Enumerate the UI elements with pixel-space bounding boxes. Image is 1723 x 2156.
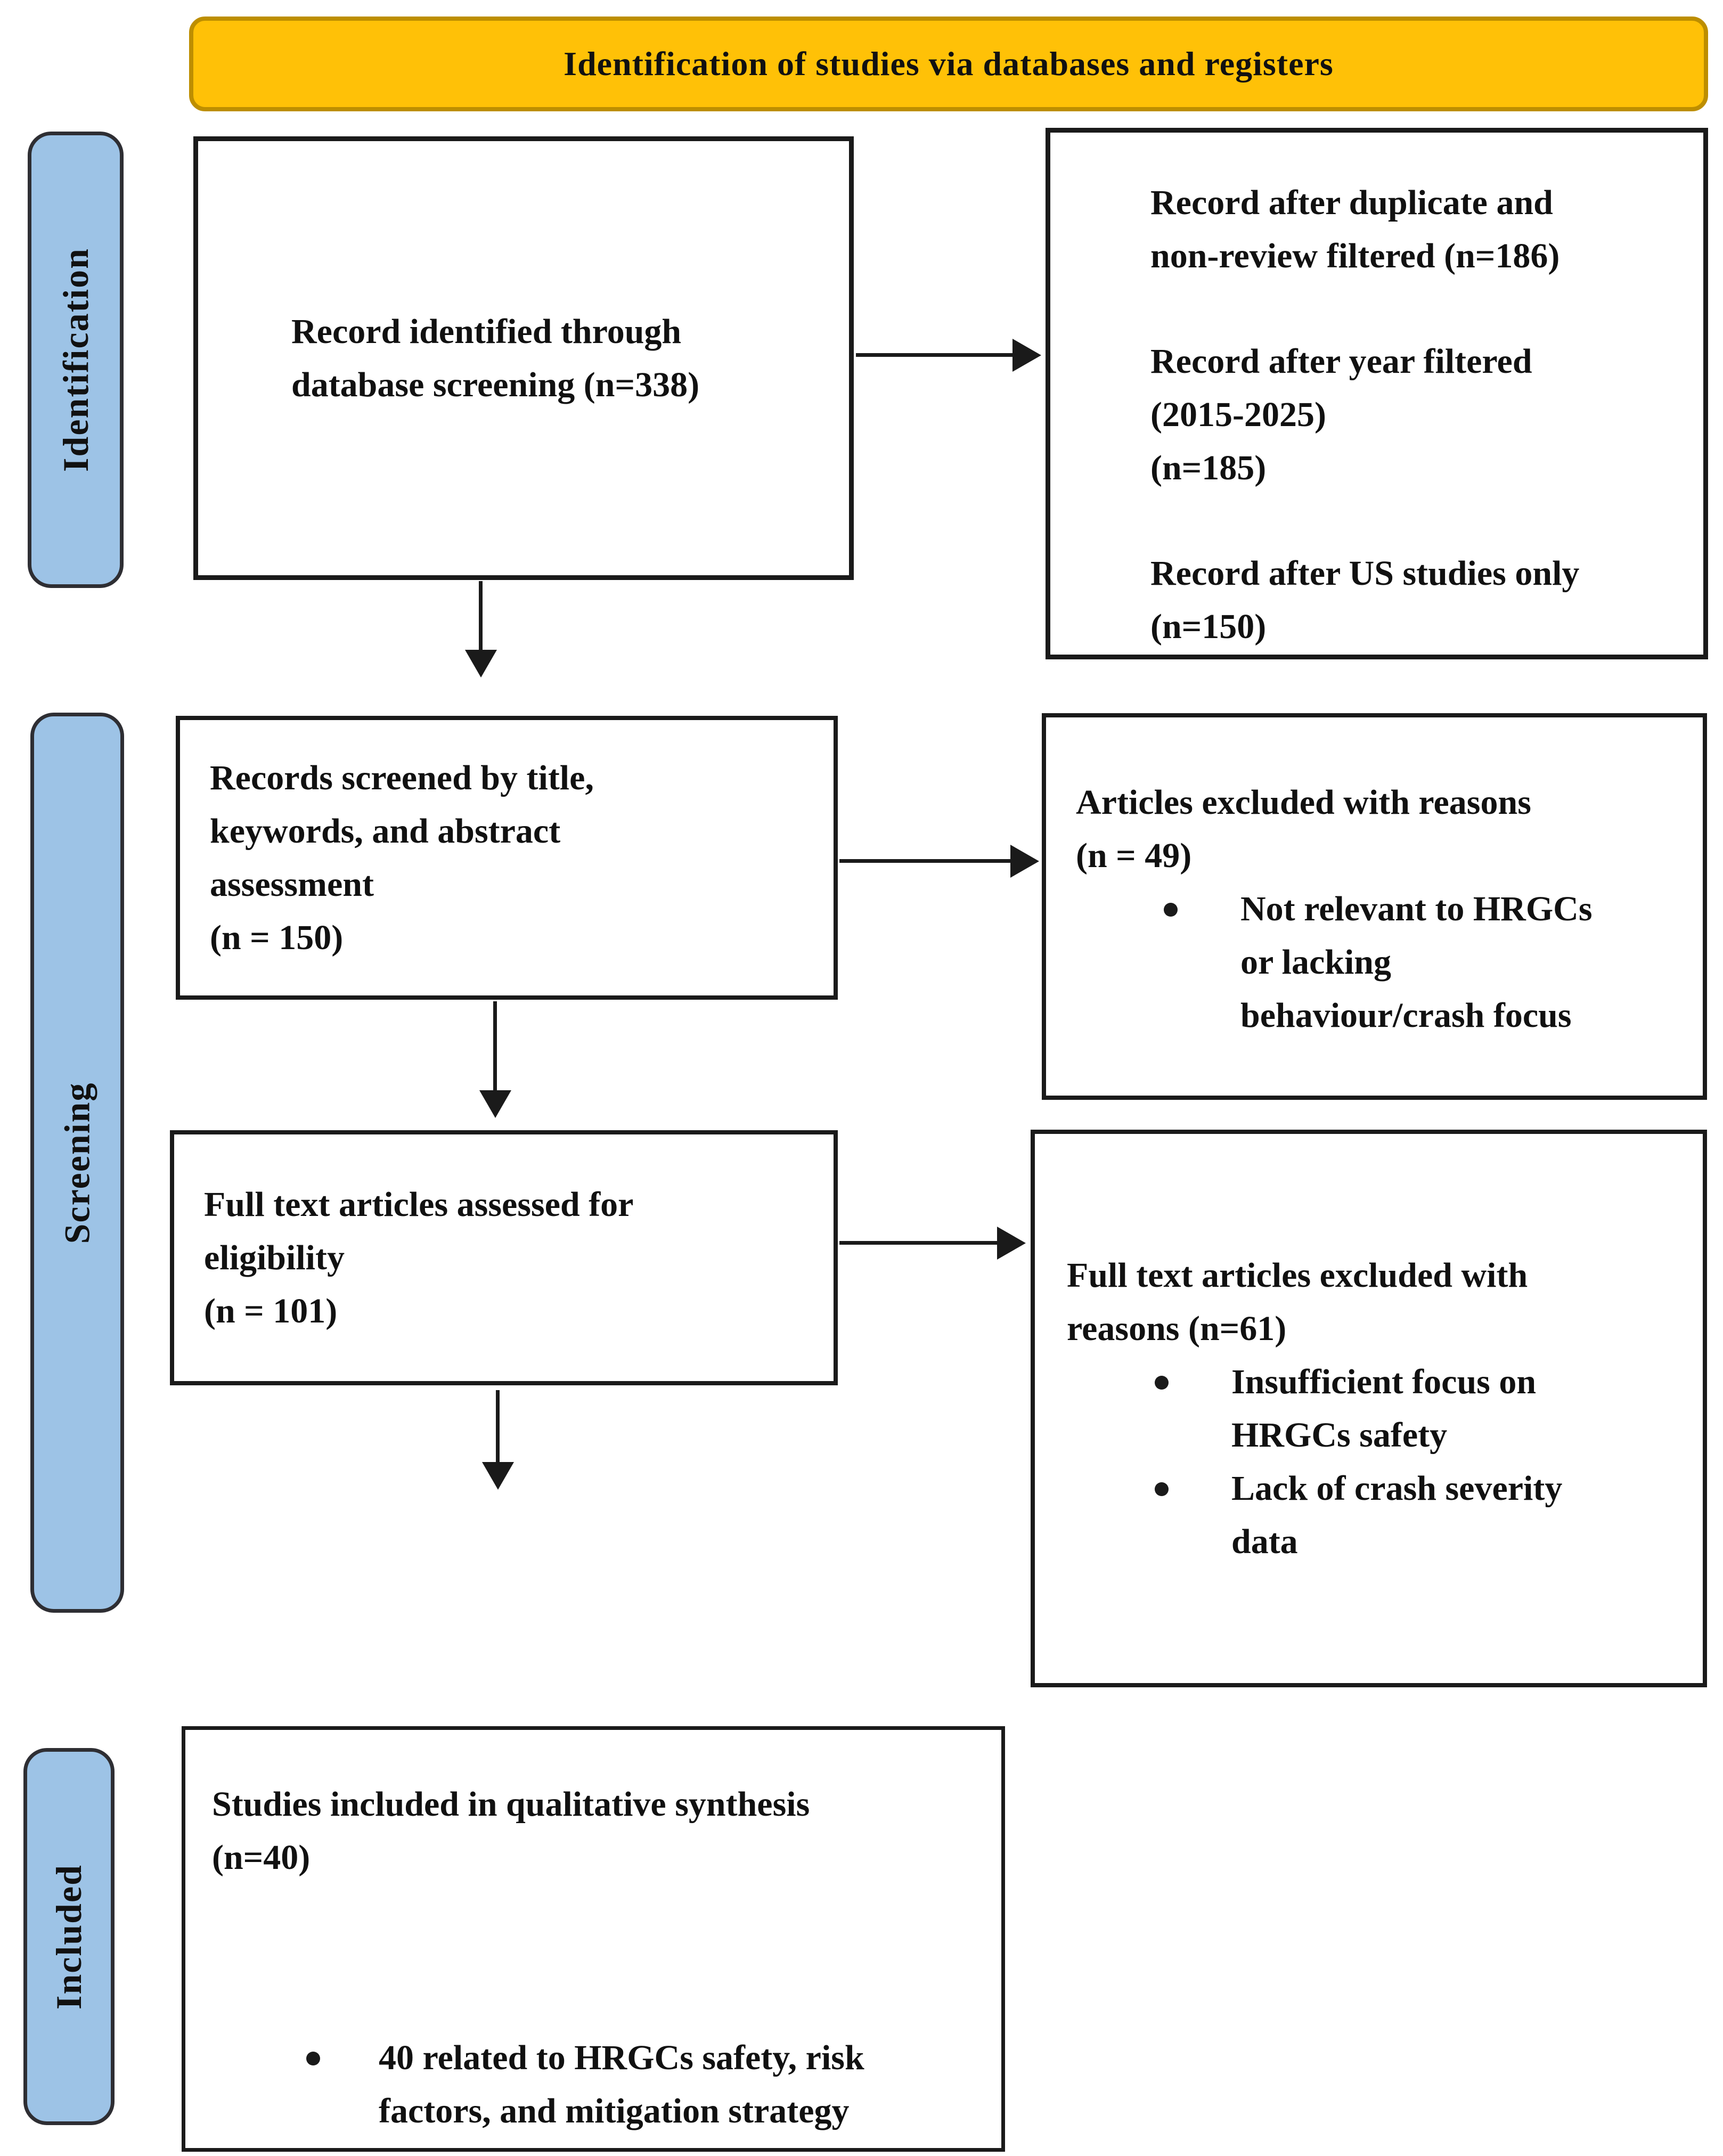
box-studies-included: Studies included in qualitative synthesi… [182, 1726, 1005, 2152]
diagram-title: Identification of studies via databases … [564, 45, 1334, 83]
bullet-text-line: Insufficient focus on [1231, 1362, 1537, 1401]
stage-tab-screening: Screening [30, 713, 124, 1613]
bullet-icon [1155, 1482, 1169, 1496]
box-text-line: (2015-2025) [1150, 395, 1326, 434]
box-text-line: assessment [210, 864, 374, 904]
bullet-text: Not relevant to HRGCs or lacking behavio… [1240, 883, 1593, 1042]
box-text-line: reasons (n=61) [1067, 1309, 1287, 1348]
box-text-line: (n = 49) [1076, 836, 1192, 875]
box-text-line: Full text articles assessed for [204, 1185, 634, 1224]
bullet-text: 40 related to HRGCs safety, risk factors… [379, 2031, 864, 2138]
box-text-line: Record identified through [291, 312, 682, 351]
box-text-line: Studies included in qualitative synthesi… [212, 1785, 810, 1824]
arrow-screened-to-excluded-head [1010, 845, 1039, 878]
box-text-line: (n = 150) [210, 918, 344, 957]
box-text-line: database screening (n=338) [291, 365, 700, 404]
bullet-text-line: or lacking [1240, 943, 1391, 982]
stage-label-included: Included [48, 1864, 89, 2010]
spacer [212, 1884, 985, 2031]
arrow-fulltext-down-head [482, 1462, 514, 1490]
box-records-filtered: Record after duplicate and non-review fi… [1046, 128, 1708, 659]
arrow-identified-to-filtered-head [1012, 339, 1041, 372]
box-articles-excluded: Articles excluded with reasons (n = 49) … [1042, 713, 1707, 1100]
box-text-line: (n = 101) [204, 1291, 338, 1330]
box-text-line: Record after US studies only [1150, 554, 1580, 593]
header-banner: Identification of studies via databases … [189, 17, 1708, 111]
bullet-text-line: HRGCs safety [1231, 1415, 1448, 1455]
arrow-identified-to-filtered-line [856, 353, 1015, 357]
stage-tab-identification: Identification [28, 132, 124, 588]
box-text-line: keywords, and abstract [210, 811, 561, 851]
box-text-line: Record after duplicate and [1150, 183, 1553, 222]
bullet-text-line: data [1231, 1522, 1298, 1561]
stage-label-screening: Screening [56, 1082, 97, 1244]
bullet-item: Lack of crash severity data [1067, 1462, 1689, 1569]
stage-tab-included: Included [23, 1748, 115, 2125]
paragraph: Record after year filtered (2015-2025) (… [1150, 335, 1684, 495]
box-text-line: Articles excluded with reasons [1076, 783, 1531, 822]
box-records-screened: Records screened by title, keywords, and… [176, 716, 838, 1000]
arrow-fulltext-down-line [496, 1390, 500, 1463]
bullet-text: Insufficient focus on HRGCs safety [1231, 1355, 1536, 1462]
bullet-text: Lack of crash severity data [1231, 1462, 1562, 1569]
box-text-line: (n=40) [212, 1838, 311, 1877]
arrow-screened-to-fulltext-head [479, 1090, 511, 1118]
bullet-icon [306, 2052, 320, 2065]
bullet-text-line: behaviour/crash focus [1240, 996, 1572, 1035]
bullet-text-line: Lack of crash severity [1231, 1468, 1563, 1508]
arrow-fulltext-to-excluded-line [839, 1241, 999, 1245]
bullet-text-line: factors, and mitigation strategy [379, 2092, 850, 2130]
arrow-screened-to-excluded-line [839, 859, 1012, 863]
box-text-line: (n=185) [1150, 448, 1267, 487]
bullet-item: Insufficient focus on HRGCs safety [1067, 1355, 1689, 1462]
bullet-item: 40 related to HRGCs safety, risk factors… [212, 2031, 985, 2138]
paragraph: Record after duplicate and non-review fi… [1150, 176, 1684, 283]
arrow-identified-to-screened-line [479, 581, 483, 650]
paragraph: Record after US studies only (n=150) [1150, 547, 1684, 654]
box-text-line: Full text articles excluded with [1067, 1255, 1528, 1295]
bullet-text-line: 40 related to HRGCs safety, risk [379, 2038, 864, 2077]
box-text-line: Records screened by title, [210, 758, 594, 797]
stage-label-identification: Identification [55, 248, 96, 472]
bullet-text-line: Not relevant to HRGCs [1240, 889, 1593, 928]
bullet-icon [1155, 1375, 1169, 1390]
arrow-fulltext-to-excluded-head [997, 1227, 1026, 1260]
box-records-identified: Record identified through database scree… [193, 136, 854, 580]
bullet-icon [1164, 903, 1178, 917]
arrow-identified-to-screened-head [465, 650, 497, 677]
box-text-line: non-review filtered (n=186) [1150, 236, 1560, 275]
arrow-screened-to-fulltext-line [493, 1001, 497, 1091]
box-fulltext-excluded: Full text articles excluded with reasons… [1031, 1130, 1707, 1687]
box-text-line: (n=150) [1150, 607, 1267, 646]
box-fulltext-assessed: Full text articles assessed for eligibil… [170, 1130, 838, 1385]
box-text-line: Record after year filtered [1150, 342, 1532, 381]
bullet-item: Not relevant to HRGCs or lacking behavio… [1076, 883, 1689, 1042]
box-text-line: eligibility [204, 1238, 345, 1277]
